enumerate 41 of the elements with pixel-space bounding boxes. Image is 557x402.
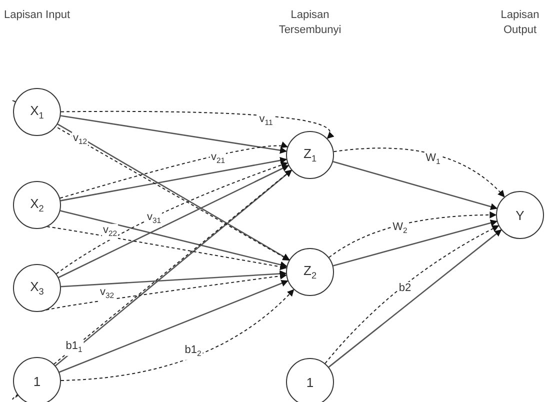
layer-heading: Lapisan Input	[2, 8, 72, 23]
arrow	[332, 160, 498, 210]
arrow	[55, 170, 292, 366]
dashed-arrow	[60, 110, 334, 139]
dashed-arrow	[60, 289, 294, 382]
arrow	[332, 220, 498, 266]
neuron-circle	[286, 131, 334, 179]
neuron-circle	[286, 248, 334, 296]
neuron-circle	[286, 358, 334, 402]
arrow	[59, 280, 288, 373]
neuron-label: Z$_{1}$	[303, 146, 316, 164]
edge-label: v$_{22}$	[102, 224, 118, 240]
edge-label: v$_{31}$	[146, 210, 162, 228]
dashed-arrow	[328, 212, 497, 258]
layer-heading: Lapisan Output	[500, 8, 540, 38]
neuron-circle	[13, 181, 61, 229]
arrow	[60, 270, 287, 288]
neuron-label: X$_{2}$	[30, 196, 44, 214]
neuron-circle	[13, 88, 61, 136]
neuron-circle	[496, 191, 544, 239]
dashed-arrow	[12, 170, 292, 400]
layer-heading: Lapisan Tersembunyi	[278, 8, 342, 38]
arrow	[60, 210, 288, 268]
neuron-label: 1	[306, 374, 314, 390]
arrow	[57, 124, 290, 260]
neuron-label: 1	[33, 374, 41, 388]
edge-label: v$_{12}$	[72, 132, 88, 148]
dashed-arrow	[46, 226, 288, 270]
edge-label: b1$_{1}$	[64, 340, 84, 356]
dashed-arrow	[60, 142, 288, 199]
dashed-arrow	[333, 148, 505, 198]
neuron-label: X$_{1}$	[30, 103, 44, 121]
arrow	[60, 115, 287, 154]
neuron-circle	[13, 357, 61, 402]
arrow	[60, 157, 288, 202]
neuron-label: Z$_{2}$	[303, 263, 316, 281]
neuron-label: X$_{3}$	[30, 279, 44, 297]
neuron-circle	[13, 264, 61, 312]
edge-label: b1$_{2}$	[184, 344, 202, 360]
edge-label: b2	[398, 282, 412, 294]
neuron-label: Y	[516, 208, 524, 222]
